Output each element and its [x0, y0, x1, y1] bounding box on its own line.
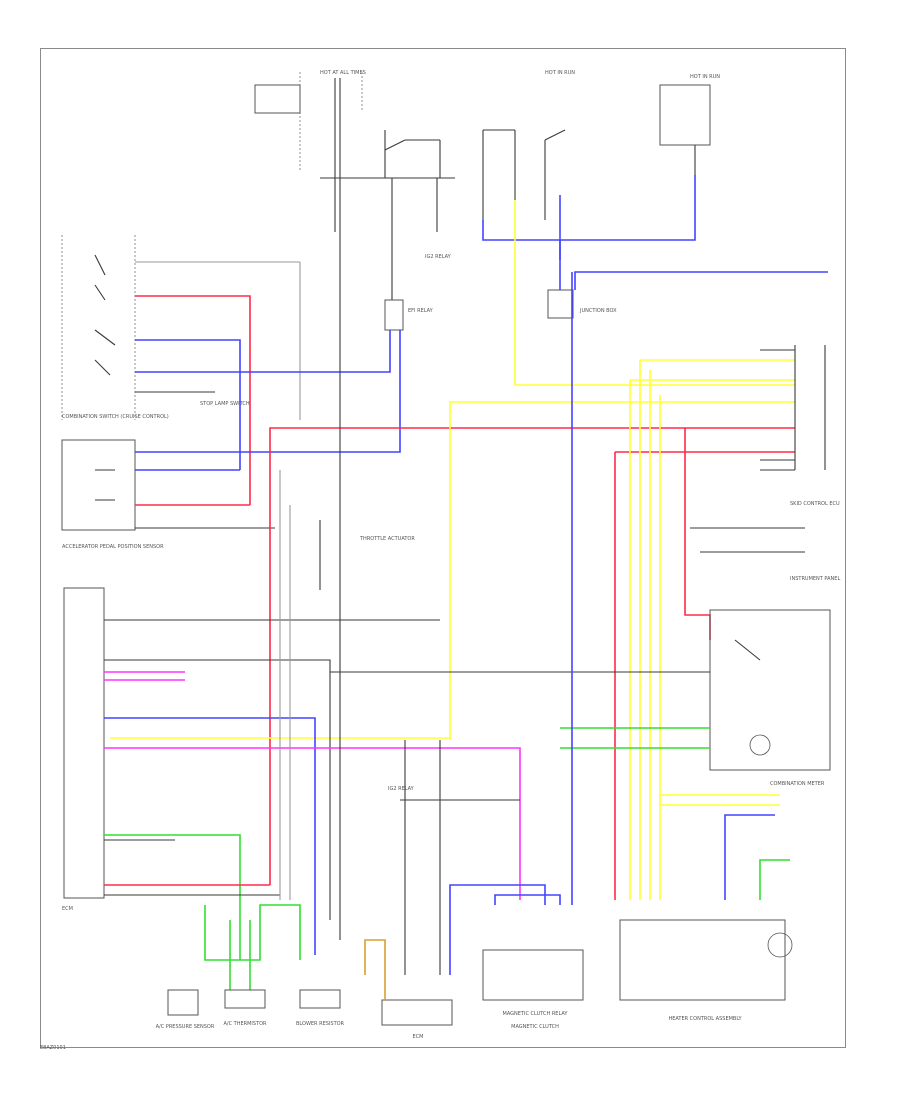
diagram-frame: [40, 48, 846, 1048]
ecu-right-label: SKID CONTROL ECU: [790, 501, 840, 507]
red-bus: [269, 427, 795, 900]
accel-sensor-label: ACCELERATOR PEDAL POSITION SENSOR: [62, 544, 164, 550]
cruise-switch-label: COMBINATION SWITCH (CRUISE CONTROL): [62, 414, 169, 420]
top-power-section: HOT AT ALL TIMES HOT IN RUN HOT IN RUN E…: [254, 70, 720, 331]
bottom-label-1: A/C PRESSURE SENSOR: [156, 1024, 215, 1030]
relay-mid-label: IG2 RELAY: [425, 254, 452, 260]
brake-switch-label: STOP LAMP SWITCH: [200, 401, 250, 407]
bottom-label-6: MAGNETIC CLUTCH: [511, 1024, 559, 1030]
relay-center-label: IG2 RELAY: [388, 786, 415, 792]
bottom-label-2: A/C THERMISTOR: [223, 1021, 267, 1027]
combination-meter: INSTRUMENT PANEL COMBINATION METER: [330, 576, 840, 787]
throttle-label: THROTTLE ACTUATOR: [359, 536, 415, 542]
bottom-label-7: HEATER CONTROL ASSEMBLY: [668, 1016, 742, 1022]
yellow-wires: [110, 200, 795, 900]
bottom-label-4: ECM: [413, 1034, 424, 1040]
fuse-label-left: HOT AT ALL TIMES: [320, 70, 366, 76]
accel-sensor-section: ACCELERATOR PEDAL POSITION SENSOR: [61, 330, 401, 550]
center-wires: THROTTLE ACTUATOR IG2 RELAY: [279, 78, 573, 975]
relay-left-label: EFI RELAY: [408, 308, 434, 314]
blue-top-wires: [482, 175, 828, 290]
fuse-label-right: HOT IN RUN: [690, 74, 720, 80]
ecm-connector: ECM: [62, 587, 521, 960]
bottom-label-3: BLOWER RESISTOR: [296, 1021, 345, 1027]
ecu-right-connector: SKID CONTROL ECU: [690, 345, 840, 553]
cruise-switch-section: COMBINATION SWITCH (CRUISE CONTROL) STOP…: [61, 235, 391, 505]
page-code: E8AZ0101: [40, 1045, 66, 1051]
gauge-label: COMBINATION METER: [770, 781, 825, 787]
bottom-components: A/C PRESSURE SENSOR A/C THERMISTOR BLOWE…: [156, 814, 793, 1040]
junction-label: JUNCTION BOX: [579, 308, 617, 314]
cluster-label: INSTRUMENT PANEL: [790, 576, 840, 582]
ecm-label: ECM: [62, 906, 73, 912]
fuse-label-mid: HOT IN RUN: [545, 70, 575, 76]
bottom-label-5: MAGNETIC CLUTCH RELAY: [503, 1011, 569, 1017]
